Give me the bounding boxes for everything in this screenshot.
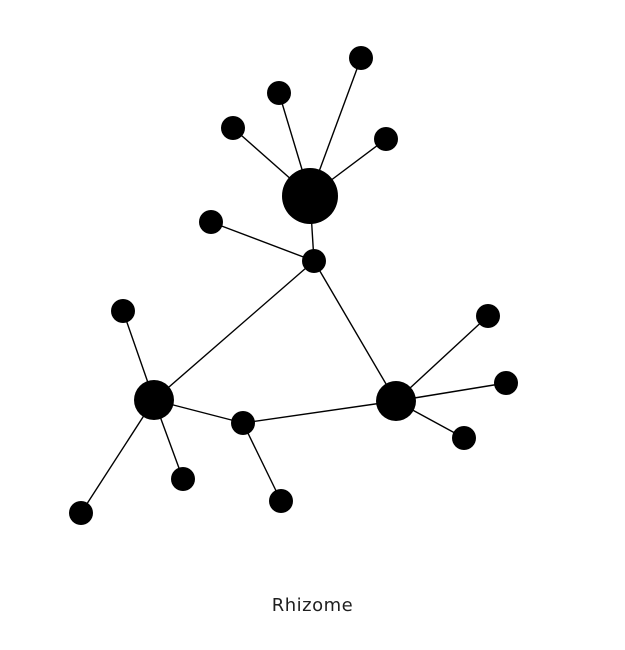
- node-leaf-left-top: [111, 299, 135, 323]
- node-hub-top: [282, 168, 338, 224]
- node-leaf-right-top: [476, 304, 500, 328]
- node-leaf-left-lower: [171, 467, 195, 491]
- node-leaf-top-2: [267, 81, 291, 105]
- edge-junction-center-to-hub-left: [153, 260, 315, 401]
- node-hub-right: [376, 381, 416, 421]
- node-junction-bottom: [231, 411, 255, 435]
- node-leaf-top-3: [349, 46, 373, 70]
- node-leaf-right-mid: [494, 371, 518, 395]
- edge-junction-bottom-to-hub-right: [242, 400, 397, 424]
- node-leaf-top-4: [374, 127, 398, 151]
- edge-hub-right-to-leaf-right-top: [395, 315, 489, 402]
- node-leaf-right-bottom: [452, 426, 476, 450]
- edge-junction-center-to-hub-right: [313, 260, 397, 402]
- nodes-layer: [69, 46, 518, 525]
- node-leaf-center-left: [199, 210, 223, 234]
- node-leaf-bottom: [269, 489, 293, 513]
- node-hub-left: [134, 380, 174, 420]
- node-leaf-top-1: [221, 116, 245, 140]
- diagram-caption: Rhizome: [271, 595, 354, 616]
- node-leaf-left-bottom: [69, 501, 93, 525]
- edges-layer: [80, 57, 507, 514]
- edge-junction-center-to-leaf-center-left: [210, 221, 315, 262]
- edge-junction-bottom-to-leaf-bottom: [242, 422, 282, 502]
- edge-hub-left-to-leaf-left-bottom: [80, 399, 155, 514]
- node-junction-center: [302, 249, 326, 273]
